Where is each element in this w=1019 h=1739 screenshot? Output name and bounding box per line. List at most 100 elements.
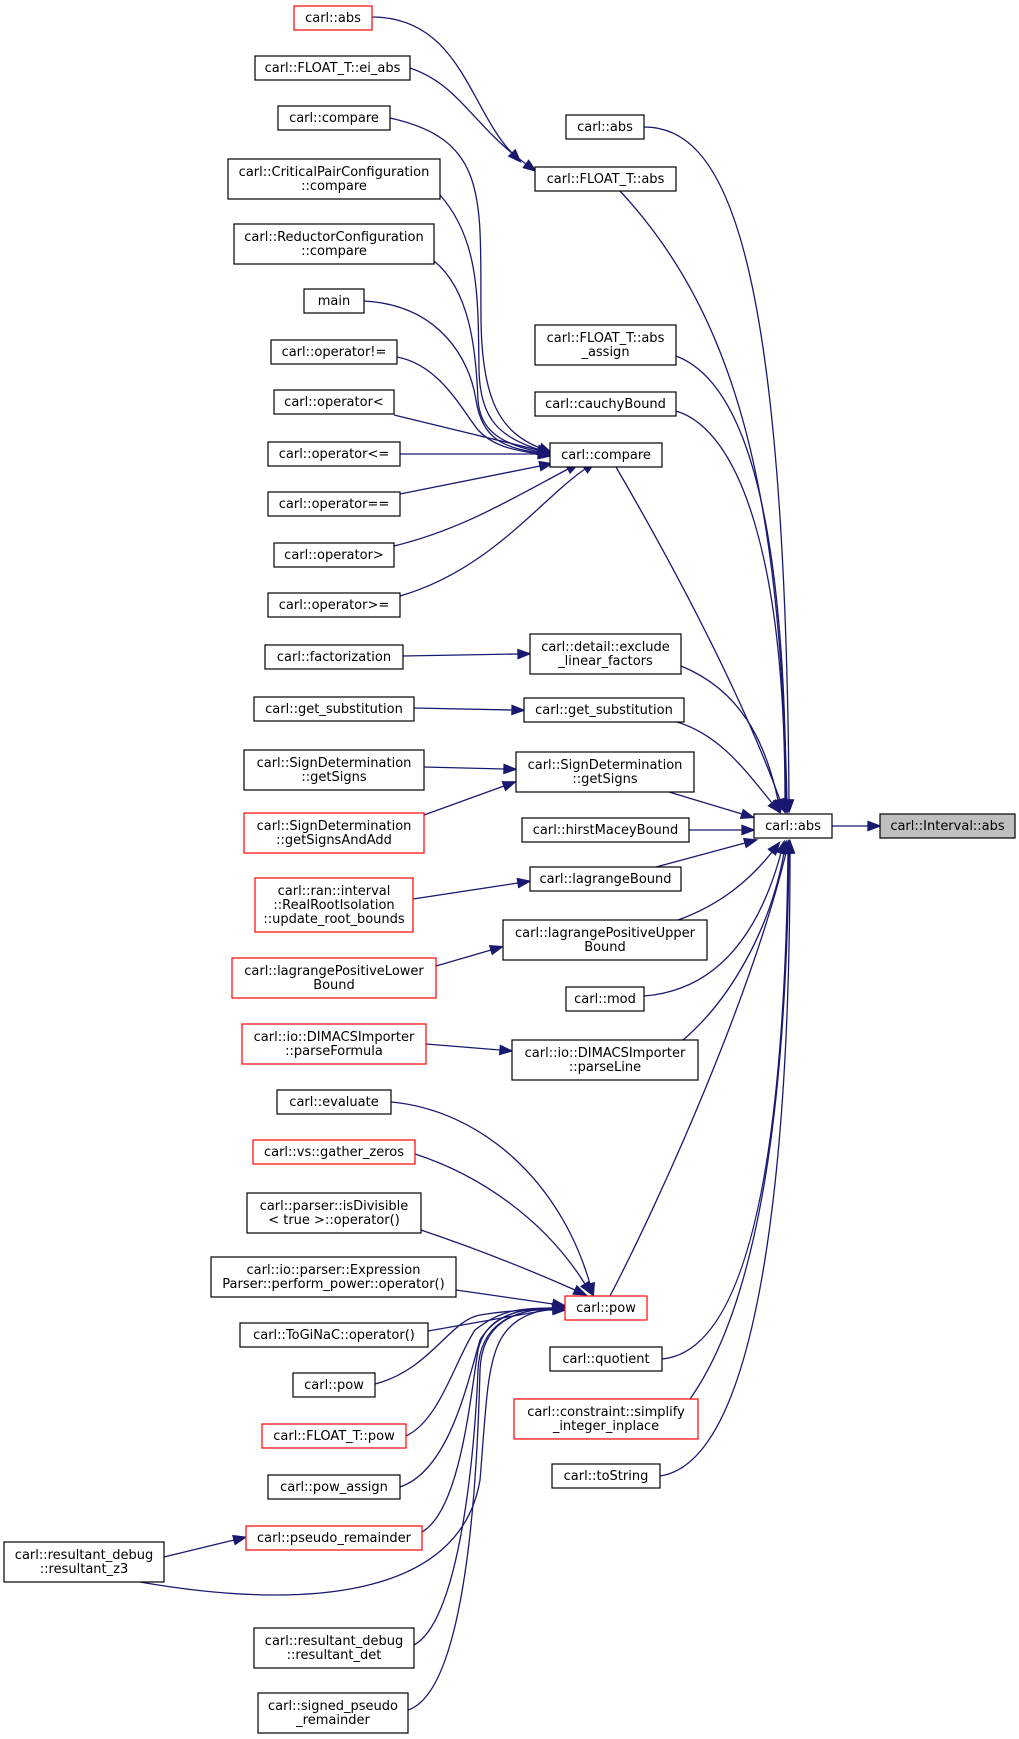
arrowhead-icon <box>742 837 759 849</box>
edge-line <box>399 468 586 597</box>
node-box <box>243 812 425 854</box>
node-float-abs-assign[interactable]: carl::FLOAT_T::abs_assign <box>534 324 677 366</box>
edge-line <box>677 851 773 921</box>
node-mod[interactable]: carl::mod <box>565 986 645 1012</box>
node-compare-main[interactable]: carl::compare <box>549 442 663 468</box>
node-label-line: carl::pow <box>576 1301 636 1316</box>
edge-resultant_det-to-pow_main <box>413 1302 567 1646</box>
node-label-line: carl::compare <box>561 448 651 463</box>
node-cauchy[interactable]: carl::cauchyBound <box>534 391 677 417</box>
node-exclude[interactable]: carl::detail::exclude_linear_factors <box>529 633 682 675</box>
arrowhead-icon <box>580 1280 593 1296</box>
node-label-line: ::compare <box>301 244 367 259</box>
node-pow-l[interactable]: carl::pow <box>292 1372 376 1398</box>
node-ei-abs[interactable]: carl::FLOAT_T::ei_abs <box>254 55 411 81</box>
node-box <box>210 1256 457 1298</box>
node-op-eq[interactable]: carl::operator== <box>267 491 401 517</box>
node-resultant-det[interactable]: carl::resultant_debug::resultant_det <box>253 1627 415 1669</box>
node-label-line: _integer_inplace <box>552 1419 659 1434</box>
arrowhead-icon <box>501 781 518 792</box>
node-perform-power[interactable]: carl::io::parser::ExpressionParser::perf… <box>210 1256 457 1298</box>
node-box <box>523 697 685 723</box>
edge-gather_zeros-to-pow_main <box>414 1153 593 1296</box>
node-box <box>267 1474 401 1500</box>
edge-tostring-to-abs_main <box>659 839 796 1477</box>
node-box <box>227 158 441 200</box>
node-box <box>502 919 708 961</box>
node-label-line: carl::io::DIMACSImporter <box>254 1030 415 1045</box>
node-rc-compare[interactable]: carl::ReductorConfiguration::compare <box>233 223 435 265</box>
arrowhead-icon <box>517 648 532 660</box>
node-pow-assign[interactable]: carl::pow_assign <box>267 1474 401 1500</box>
edge-line <box>363 300 541 454</box>
node-label-line: ::resultant_det <box>287 1648 382 1663</box>
node-pow-main[interactable]: carl::pow <box>564 1295 648 1321</box>
node-label-line: carl::SignDetermination <box>257 756 412 771</box>
node-label-line: carl::pow <box>304 1378 364 1393</box>
node-box <box>879 813 1016 839</box>
node-abs-main[interactable]: carl::abs <box>753 813 833 839</box>
node-label-line: ::RealRootIsolation <box>273 898 394 913</box>
node-get-subst-mid[interactable]: carl::get_substitution <box>523 697 685 723</box>
node-label-line: carl::factorization <box>277 650 391 665</box>
node-toginac[interactable]: carl::ToGiNaC::operator() <box>239 1322 429 1348</box>
node-compare-l[interactable]: carl::compare <box>277 105 391 131</box>
node-resultant-z3[interactable]: carl::resultant_debug::resultant_z3 <box>3 1541 165 1583</box>
edge-parseformula-to-parseline <box>425 1043 514 1056</box>
node-get-subst-l[interactable]: carl::get_substitution <box>253 696 415 722</box>
node-box <box>233 223 435 265</box>
node-float-pow[interactable]: carl::FLOAT_T::pow <box>261 1423 407 1449</box>
node-float-abs[interactable]: carl::FLOAT_T::abs <box>534 166 677 192</box>
node-label-line: < true >::operator() <box>268 1213 400 1228</box>
node-simplify[interactable]: carl::constraint::simplify_integer_inpla… <box>513 1398 699 1440</box>
edge-op_eq-to-compare_main <box>399 460 554 495</box>
node-box <box>511 1039 699 1081</box>
node-label-line: carl::compare <box>289 111 379 126</box>
arrowhead-icon <box>537 448 552 460</box>
node-getsigns-mid[interactable]: carl::SignDetermination::getSigns <box>515 751 695 793</box>
node-lagrange[interactable]: carl::lagrangeBound <box>529 866 682 892</box>
node-op-ne[interactable]: carl::operator!= <box>270 339 398 365</box>
node-label-line: carl::signed_pseudo <box>268 1699 398 1714</box>
node-op-le[interactable]: carl::operator<= <box>267 441 401 467</box>
node-op-ge[interactable]: carl::operator>= <box>267 592 401 618</box>
node-box <box>549 1346 663 1372</box>
node-box <box>273 389 395 415</box>
edge-line <box>407 1307 554 1711</box>
node-main[interactable]: main <box>303 288 365 314</box>
node-getsignsandadd[interactable]: carl::SignDetermination::getSignsAndAdd <box>243 812 425 854</box>
node-abs-top[interactable]: carl::abs <box>565 114 645 140</box>
node-evaluate[interactable]: carl::evaluate <box>276 1089 392 1115</box>
node-cpc-compare[interactable]: carl::CriticalPairConfiguration::compare <box>227 158 441 200</box>
edge-line <box>676 721 773 804</box>
node-factorization[interactable]: carl::factorization <box>264 644 404 670</box>
node-box <box>529 633 682 675</box>
edge-line <box>413 707 513 711</box>
node-label-line: carl::quotient <box>562 1352 649 1367</box>
node-box <box>565 986 645 1012</box>
node-quotient[interactable]: carl::quotient <box>549 1346 663 1372</box>
node-hirst[interactable]: carl::hirstMaceyBound <box>521 817 690 843</box>
arrowhead-icon <box>552 1302 567 1314</box>
node-label-line: carl::toString <box>564 1469 649 1484</box>
node-focus[interactable]: carl::Interval::abs <box>879 813 1016 839</box>
node-tostring[interactable]: carl::toString <box>551 1463 661 1489</box>
node-isdivisible[interactable]: carl::parser::isDivisible< true >::opera… <box>246 1192 422 1234</box>
node-box <box>245 1525 423 1551</box>
node-op-gt[interactable]: carl::operator> <box>273 542 395 568</box>
node-update-root[interactable]: carl::ran::interval::RealRootIsolation::… <box>254 877 414 933</box>
edge-line <box>433 260 541 453</box>
node-parseline[interactable]: carl::io::DIMACSImporter::parseLine <box>511 1039 699 1081</box>
node-abs-red[interactable]: carl::abs <box>293 5 373 31</box>
node-signed-pseudo[interactable]: carl::signed_pseudo_remainder <box>257 1692 409 1734</box>
node-op-lt[interactable]: carl::operator< <box>273 389 395 415</box>
node-label-line: ::compare <box>301 179 367 194</box>
node-getsigns-l[interactable]: carl::SignDetermination::getSigns <box>243 749 425 791</box>
node-box <box>253 696 415 722</box>
node-pseudo-rem[interactable]: carl::pseudo_remainder <box>245 1525 423 1551</box>
node-label-line: carl::cauchyBound <box>545 397 666 412</box>
node-parseformula[interactable]: carl::io::DIMACSImporter::parseFormula <box>241 1023 427 1065</box>
node-gather-zeros[interactable]: carl::vs::gather_zeros <box>252 1139 416 1165</box>
